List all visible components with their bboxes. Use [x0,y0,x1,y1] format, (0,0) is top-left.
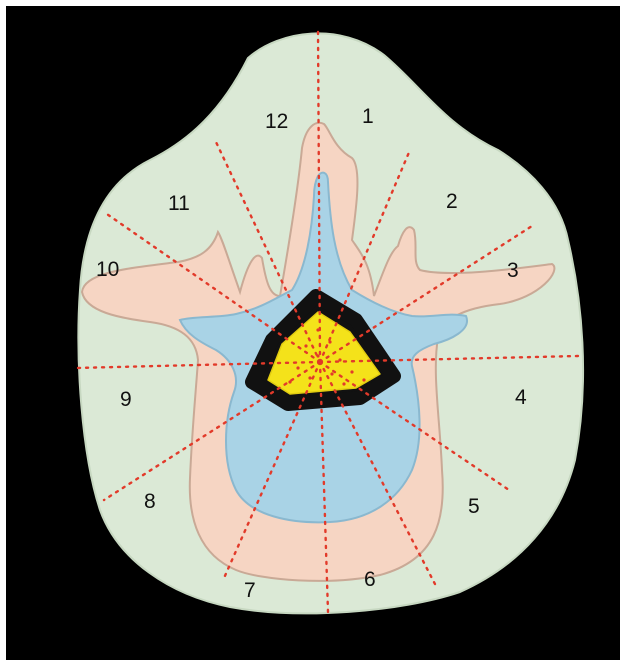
canal-dot [342,382,345,385]
zone-label-11: 11 [168,192,190,215]
canal-dot [362,378,365,381]
canal-dot [338,358,341,361]
canal-dot [316,328,319,331]
zone-label-4: 4 [515,386,527,409]
canal-dot [308,376,311,379]
canal-dot [328,340,331,343]
canal-dot [330,372,333,375]
zone-label-1: 1 [362,105,374,128]
canal-dot [304,344,307,347]
canal-dot [288,380,291,383]
zone-label-6: 6 [364,568,376,591]
zone-label-5: 5 [468,495,480,518]
zone-label-3: 3 [507,259,519,282]
zone-label-2: 2 [446,190,458,213]
zone-label-12: 12 [265,110,288,133]
canal-dot [316,354,319,357]
zone-label-9: 9 [120,388,132,411]
canal-dot [296,366,299,369]
zone-label-8: 8 [144,490,156,513]
canal-dot [350,370,353,373]
zone-label-7: 7 [244,579,256,602]
zone-label-10: 10 [96,258,119,281]
